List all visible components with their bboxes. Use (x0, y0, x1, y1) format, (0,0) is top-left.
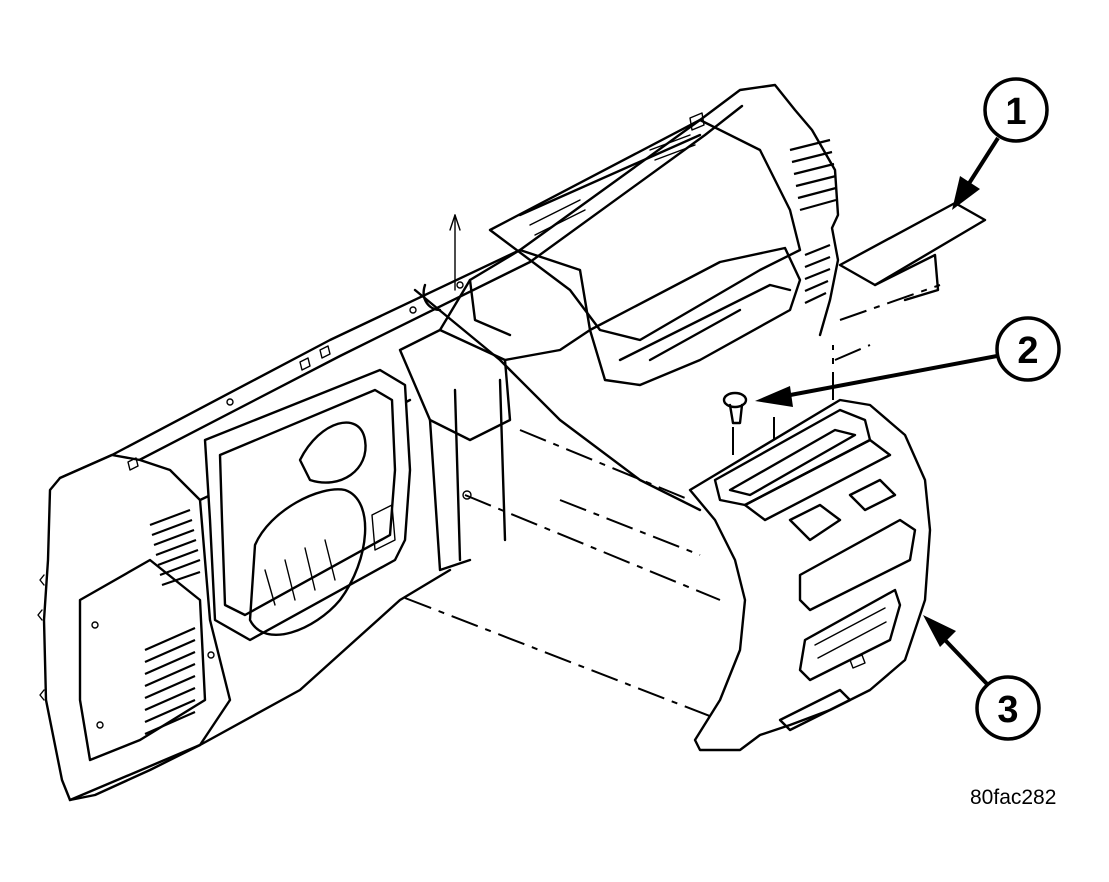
right-vent-louvers (789, 138, 837, 304)
glove-box-area (488, 118, 802, 387)
center-structure (398, 214, 702, 572)
callout-2-label: 2 (1017, 330, 1038, 372)
instrument-panel-body (37, 83, 840, 802)
part-1-trim-panel (838, 201, 987, 302)
callout-1: 1 (952, 77, 1049, 210)
callout-3: 3 (923, 615, 1041, 741)
cluster-bezel (203, 368, 412, 642)
part-3-center-bezel (688, 398, 932, 752)
callout-2: 2 (755, 316, 1061, 407)
figure-code: 80fac282 (970, 786, 1057, 809)
callout-1-label: 1 (1005, 91, 1026, 133)
part-2-screw (722, 391, 748, 425)
left-vent-louvers (144, 508, 201, 736)
callout-3-label: 3 (997, 689, 1018, 731)
mounting-holes (91, 112, 705, 729)
alignment-lines (404, 284, 941, 721)
